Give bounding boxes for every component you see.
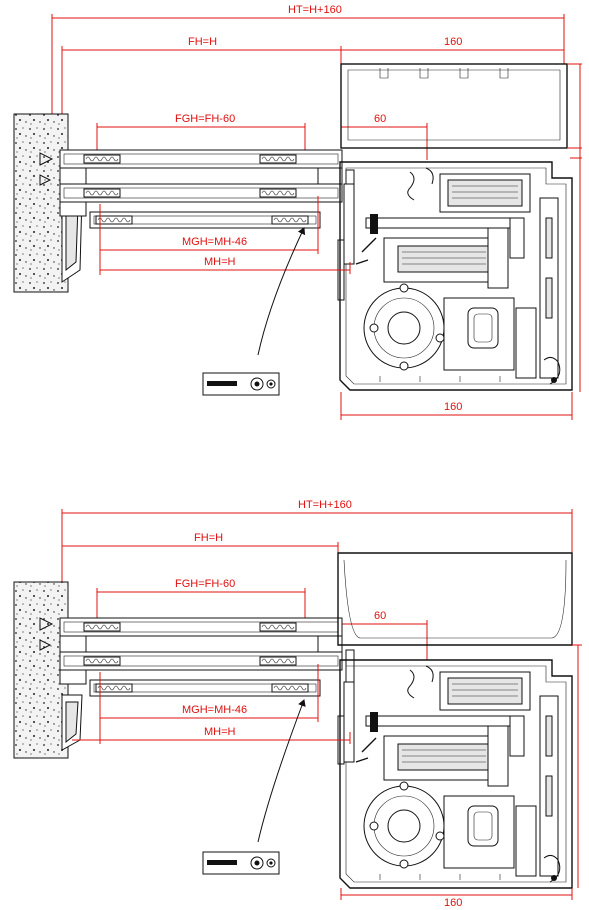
control-switch-2	[202, 851, 280, 875]
dim-label-frame-2: FH=H	[194, 532, 223, 544]
cover-tray	[337, 552, 573, 646]
control-switch	[202, 372, 280, 396]
motor-unit-2	[339, 655, 573, 889]
dim-label-offset-2: 60	[374, 610, 386, 622]
dim-label-box-bottom-2: 160	[444, 897, 462, 909]
dim-label-offset: 60	[374, 113, 386, 125]
housing-box	[340, 63, 568, 149]
motor-unit	[339, 157, 573, 391]
dim-label-mh-2: MH=H	[204, 726, 236, 738]
dim-label-box-bottom: 160	[444, 401, 462, 413]
dim-label-fgh-2: FGH=FH-60	[175, 578, 235, 590]
figure-top: HT=H+160 FH=H 160 FGH=FH-60 60	[13, 4, 582, 420]
dim-label-mh: MH=H	[204, 256, 236, 268]
figure-bottom: HT=H+160 FH=H FGH=FH-60 60	[13, 499, 582, 909]
slat-stack	[60, 150, 342, 228]
dim-label-frame: FH=H	[188, 36, 217, 48]
wall-section	[13, 113, 69, 293]
wall-section-2	[13, 581, 69, 759]
dim-label-mgh: MGH=MH-46	[182, 236, 247, 248]
dim-label-total: HT=H+160	[288, 4, 342, 16]
dim-label-box-top: 160	[444, 36, 462, 48]
dim-label-fgh: FGH=FH-60	[175, 113, 235, 125]
dim-label-total-2: HT=H+160	[298, 499, 352, 511]
slat-stack-2	[60, 618, 342, 696]
dim-label-mgh-2: MGH=MH-46	[182, 704, 247, 716]
